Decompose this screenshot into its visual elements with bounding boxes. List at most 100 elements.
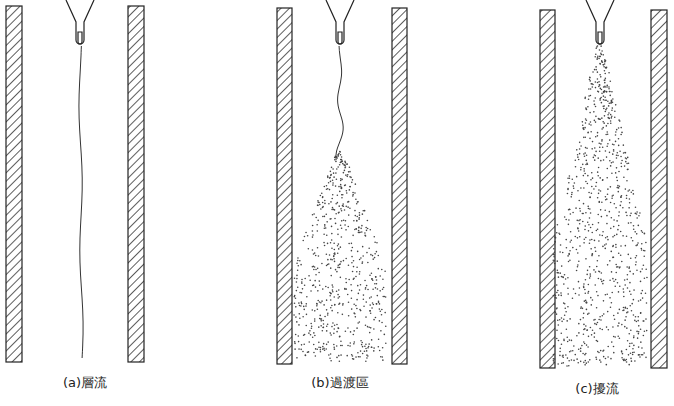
dye-dot [567, 287, 569, 289]
turbulent-dye-cloud [552, 44, 647, 367]
dye-dot [619, 266, 621, 268]
dye-dot [340, 208, 342, 210]
dye-dot [330, 259, 332, 261]
dye-dot [340, 261, 342, 263]
dye-dot [342, 203, 344, 205]
dye-dot [587, 183, 589, 185]
dye-dot [636, 255, 638, 257]
dye-dot [294, 341, 296, 343]
dye-dot [622, 353, 624, 355]
dye-dot [337, 166, 339, 168]
dye-dot [596, 307, 598, 309]
dye-dot [611, 195, 613, 197]
dye-dot [579, 245, 581, 247]
dye-dot [338, 186, 340, 188]
dye-dot [591, 148, 593, 150]
dye-dot [612, 98, 614, 100]
dye-dot [599, 74, 601, 76]
dye-dot [381, 309, 383, 311]
dye-dot [582, 164, 584, 166]
transition-streak [336, 46, 343, 160]
dye-dot [632, 348, 634, 350]
dye-dot [580, 169, 582, 171]
dye-dot [340, 162, 342, 164]
dye-dot [320, 347, 322, 349]
dye-dot [606, 86, 608, 88]
dye-dot [578, 230, 580, 232]
dye-dot [333, 176, 335, 178]
dye-dot [598, 201, 600, 203]
dye-dot [326, 325, 328, 327]
dye-dot [605, 60, 607, 62]
dye-dot [341, 210, 343, 212]
dye-dot [588, 208, 590, 210]
dye-dot [589, 277, 591, 279]
dye-dot [305, 305, 307, 307]
dye-dot [605, 237, 607, 239]
dye-dot [344, 167, 346, 169]
dye-dot [324, 227, 326, 229]
dye-dot [588, 224, 590, 226]
dye-dot [628, 222, 630, 224]
dye-dot [327, 312, 329, 314]
dye-dot [570, 196, 572, 198]
panel-caption: (a)層流 [63, 374, 107, 392]
dye-dot [353, 277, 355, 279]
dye-dot [627, 287, 629, 289]
dye-dot [335, 172, 337, 174]
dye-dot [593, 100, 595, 102]
dye-dot [306, 314, 308, 316]
dye-dot [295, 306, 297, 308]
dye-dot [606, 131, 608, 133]
dye-dot [558, 324, 560, 326]
dye-dot [378, 338, 380, 340]
dye-dot [336, 290, 338, 292]
dye-dot [640, 293, 642, 295]
dye-dot [600, 350, 602, 352]
dye-dot [345, 282, 347, 284]
dye-dot [569, 209, 571, 211]
dye-dot [299, 292, 301, 294]
dye-dot [601, 93, 603, 95]
dye-dot [329, 189, 331, 191]
dye-dot [585, 107, 587, 109]
dye-dot [638, 354, 640, 356]
dye-dot [294, 296, 296, 298]
dye-dot [382, 289, 384, 291]
dye-dot [635, 213, 637, 215]
dye-dot [305, 355, 307, 357]
dye-dot [587, 132, 589, 134]
dye-dot [339, 191, 341, 193]
dye-dot [342, 194, 344, 196]
dye-dot [604, 210, 606, 212]
dye-dot [605, 67, 607, 69]
dye-dot [609, 102, 611, 104]
dye-dot [640, 271, 642, 273]
dye-dot [604, 60, 606, 62]
dye-dot [302, 240, 304, 242]
dye-dot [584, 289, 586, 291]
dye-dot [368, 326, 370, 328]
dye-dot [565, 239, 567, 241]
dye-dot [353, 266, 355, 268]
dye-dot [335, 269, 337, 271]
dye-dot [618, 291, 620, 293]
dye-dot [338, 205, 340, 207]
dye-dot [628, 333, 630, 335]
dye-dot [645, 293, 647, 295]
dye-dot [638, 225, 640, 227]
dye-dot [565, 219, 567, 221]
dye-dot [357, 285, 359, 287]
dye-dot [605, 294, 607, 296]
dye-dot [585, 181, 587, 183]
dye-dot [330, 353, 332, 355]
dye-dot [626, 215, 628, 217]
dye-dot [600, 279, 602, 281]
dye-dot [322, 320, 324, 322]
dye-dot [609, 91, 611, 93]
dye-dot [318, 272, 320, 274]
dye-dot [626, 361, 628, 363]
dye-dot [297, 286, 299, 288]
dye-dot [296, 262, 298, 264]
dye-dot [615, 279, 617, 281]
